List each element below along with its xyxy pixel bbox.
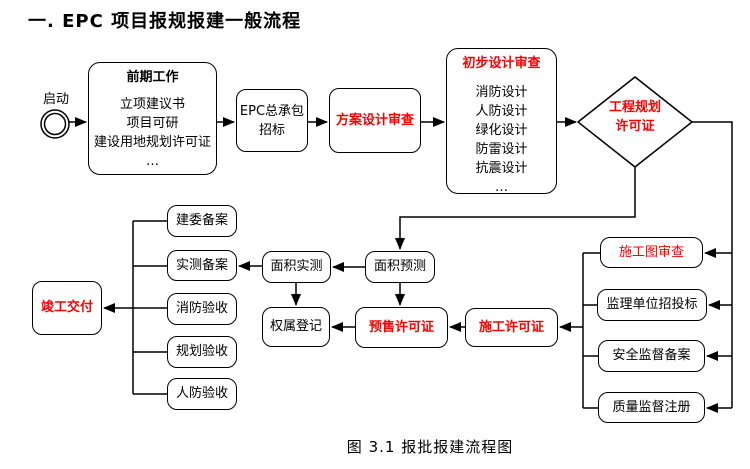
node-committee-record: 建委备案 [167, 205, 237, 237]
node-preliminary-work: 前期工作 立项建议书 项目可研 建设用地规划许可证 … [88, 62, 217, 175]
node-completion-delivery: 竣工交付 [32, 281, 102, 335]
node-project-planning-permit: 工程规划 许可证 [608, 100, 661, 134]
node-supervision-bidding: 监理单位招投标 [597, 289, 707, 321]
node-epc-bidding: EPC总承包 招标 [236, 89, 308, 152]
node-presale-permit: 预售许可证 [355, 307, 448, 348]
preliminary-work-title: 前期工作 [126, 70, 179, 85]
preliminary-design-review-title: 初步设计审查 [462, 56, 541, 71]
node-safety-supervision-record: 安全监督备案 [598, 340, 705, 372]
page-title: 一. EPC 项目报规报建一般流程 [28, 11, 302, 32]
node-area-survey: 面积实测 [262, 251, 331, 283]
node-preliminary-design-review: 初步设计审查 消防设计 人防设计 绿化设计 防雷设计 抗震设计 … [446, 48, 557, 195]
node-construction-drawing-review: 施工图审查 [600, 237, 703, 268]
node-construction-permit: 施工许可证 [465, 308, 558, 347]
start-event-label: 启动 [42, 92, 69, 107]
figure-caption: 图 3.1 报批报建流程图 [346, 438, 514, 456]
node-survey-record: 实测备案 [167, 250, 237, 281]
node-civil-defense-acceptance: 人防验收 [167, 378, 237, 410]
node-scheme-design-review: 方案设计审查 [329, 88, 421, 153]
node-ownership-registration: 权属登记 [262, 307, 330, 347]
node-quality-supervision-registration: 质量监督注册 [598, 392, 705, 423]
node-area-forecast: 面积预测 [365, 251, 435, 283]
preliminary-work-items: 立项建议书 项目可研 建设用地规划许可证 … [93, 97, 211, 169]
preliminary-design-review-items: 消防设计 人防设计 绿化设计 防雷设计 抗震设计 … [475, 85, 528, 195]
node-fire-acceptance: 消防验收 [167, 293, 237, 325]
node-planning-acceptance: 规划验收 [167, 336, 237, 368]
start-event-inner-circle [43, 112, 67, 136]
